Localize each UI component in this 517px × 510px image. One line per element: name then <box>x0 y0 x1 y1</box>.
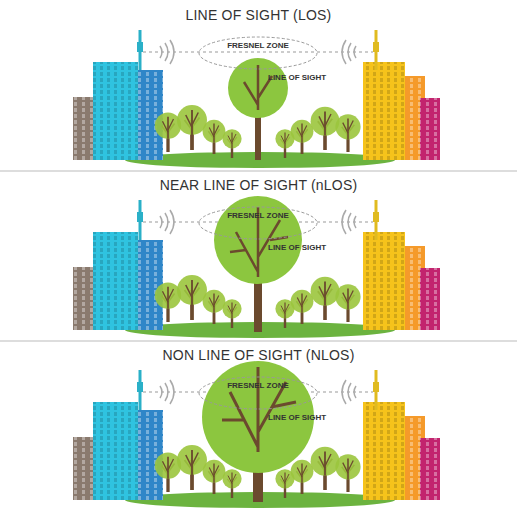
fresnel-zone: FRESNEL ZONE <box>198 206 318 240</box>
fresnel-zone: FRESNEL ZONE <box>198 36 318 70</box>
zone-label: FRESNEL ZONE <box>198 41 318 50</box>
panel-title: NON LINE OF SIGHT (NLOS) <box>0 347 517 363</box>
zone-label: FRESNEL ZONE <box>198 381 318 390</box>
zone-label: FRESNEL ZONE <box>198 211 318 220</box>
panel-title: LINE OF SIGHT (LOS) <box>0 7 517 23</box>
line-of-sight-label: LINE OF SIGHT <box>268 73 326 82</box>
line-of-sight-label: LINE OF SIGHT <box>268 243 326 252</box>
panel-title: NEAR LINE OF SIGHT (nLOS) <box>0 177 517 193</box>
fresnel-zone: FRESNEL ZONE <box>198 376 318 410</box>
line-of-sight-label: LINE OF SIGHT <box>268 413 326 422</box>
